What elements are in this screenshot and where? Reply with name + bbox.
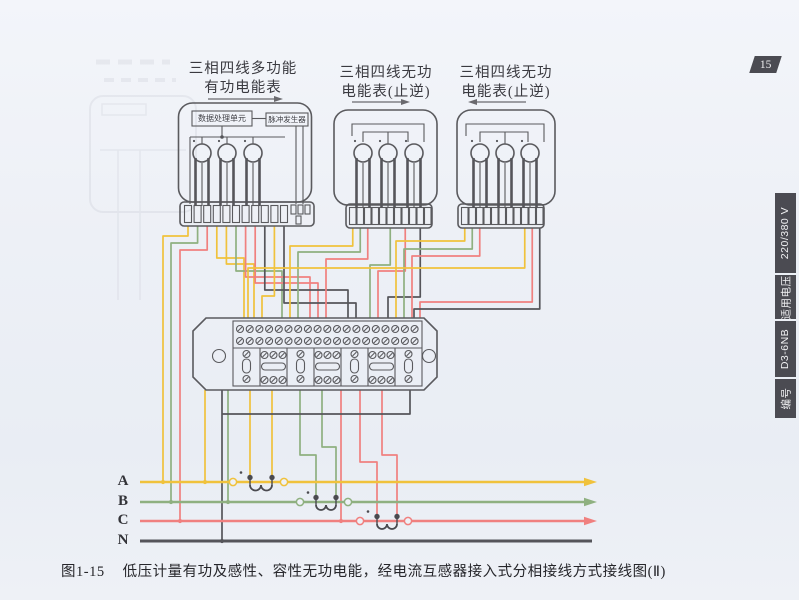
bus-label-c: C	[117, 512, 129, 528]
page-number-badge: 15	[749, 56, 782, 73]
sidebar-badge-label: 220/380 V	[779, 206, 792, 260]
sidebar-badge-label: 适用电压	[780, 275, 792, 319]
figure-number: 图1-15	[61, 564, 105, 580]
current-transformer	[295, 491, 353, 511]
data-processing-unit-label: 数据处理单元	[198, 114, 246, 123]
meter1-title-line1: 三相四线多功能	[188, 61, 298, 77]
pulse-generator-label: 脉冲发生器	[268, 115, 306, 124]
sidebar-badge-number-title: 编号	[775, 379, 796, 418]
multifunction-active-meter	[177, 102, 315, 227]
sidebar-badge-label: D3-6NB	[779, 328, 792, 370]
sidebar-badge-model: D3-6NB	[775, 321, 796, 377]
figure-caption-text: 低压计量有功及感性、容性无功电能，经电流互感器接入式分相接线方式接线图(Ⅱ)	[122, 564, 666, 580]
meter1-title-line2: 有功电能表	[204, 80, 282, 96]
page-showthrough	[89, 59, 197, 300]
energy-meters	[177, 102, 556, 229]
sidebar-badge-voltage-title: 适用电压	[775, 275, 796, 319]
meter2-title-line2: 电能表(止逆)	[341, 84, 431, 100]
page-number: 15	[759, 58, 772, 71]
bus-label-b: B	[117, 493, 128, 509]
test-terminal-block	[192, 317, 438, 391]
sidebar-badge-voltage-value: 220/380 V	[775, 193, 796, 273]
meter2-title-line1: 三相四线无功	[339, 65, 433, 81]
reactive-meter-1	[333, 109, 438, 229]
bus-label-a: A	[117, 473, 129, 489]
direction-arrows	[208, 96, 526, 105]
current-transformer	[228, 471, 289, 492]
current-transformers	[228, 471, 413, 530]
bus-label-n: N	[117, 532, 129, 548]
figure-caption: 图1-15 低压计量有功及感性、容性无功电能，经电流互感器接入式分相接线方式接线图…	[61, 560, 666, 581]
sidebar-badge-label: 编号	[780, 387, 792, 410]
wire-harness	[162, 226, 541, 541]
reactive-meter-2	[456, 109, 556, 229]
meter3-title-line2: 电能表(止逆)	[461, 84, 551, 100]
current-transformer	[355, 510, 413, 530]
sidebar: 220/380 V 适用电压 D3-6NB 编号	[775, 193, 796, 420]
meter3-title-line1: 三相四线无功	[459, 65, 553, 81]
